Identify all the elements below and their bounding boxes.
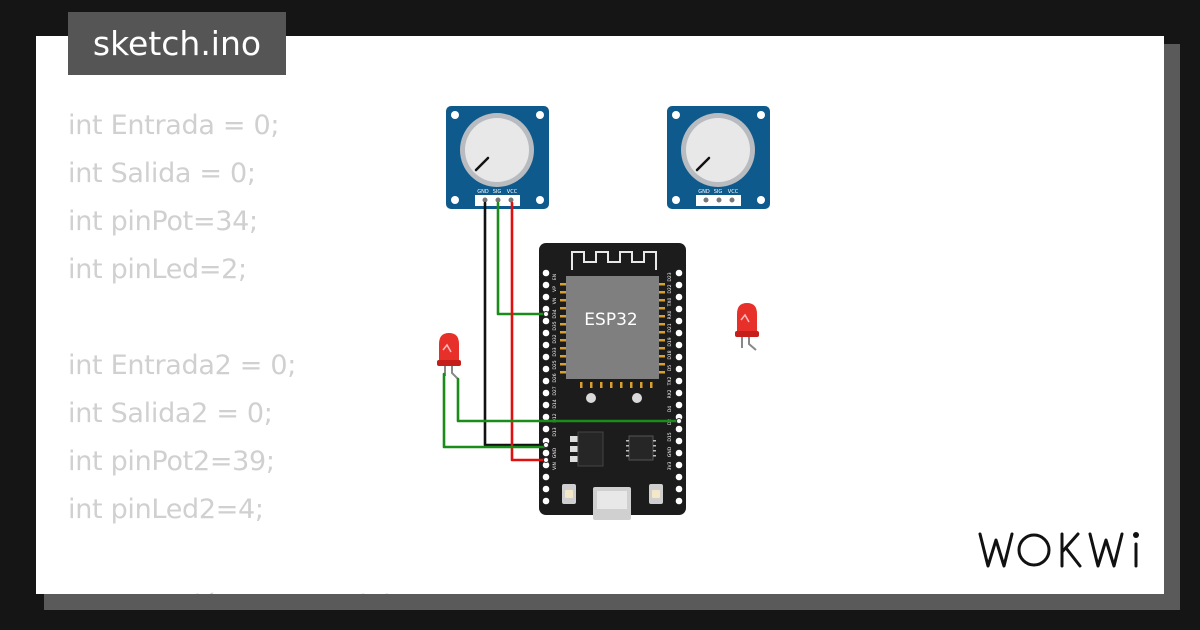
pin-label: D13 [552, 427, 558, 436]
pot-pin-label-gnd: GND [477, 189, 489, 195]
pot-pin-label-vcc: VCC [507, 189, 518, 195]
pin-label: D23 [667, 272, 673, 281]
pot-pin-label-sig: SIG [714, 189, 723, 195]
pin-label: VIN [552, 462, 558, 470]
pin-label: D34 [552, 309, 558, 318]
pin-label: D12 [552, 413, 558, 422]
antenna-trace [571, 251, 657, 270]
wire-pot-sig[interactable] [496, 201, 548, 316]
esp32-board[interactable]: ESP32 [539, 243, 686, 520]
code-line: int Entrada = 0; [68, 110, 280, 141]
file-title: sketch.ino [68, 12, 286, 75]
code-line: int pinPot=34; [68, 206, 258, 237]
wokwi-logo-icon [978, 532, 1139, 568]
pin-label: D14 [552, 399, 558, 408]
pot-pin-label-vcc: VCC [728, 189, 739, 195]
wire-pot-gnd[interactable] [483, 201, 548, 447]
pin-label: D26 [552, 373, 558, 382]
code-line: //Conversión Lectura del PWM [68, 582, 464, 594]
pin-label: D35 [552, 321, 558, 330]
pin-label: VP [552, 286, 558, 292]
led-1[interactable] [437, 333, 461, 380]
pin-label: D18 [667, 350, 673, 359]
pin-label: D32 [552, 334, 558, 343]
pot-pin-label-gnd: GND [698, 189, 710, 195]
wire-led1-anode[interactable] [456, 377, 681, 423]
code-line: int pinLed2=4; [68, 494, 264, 525]
pin-label: RX0 [667, 310, 673, 319]
code-line: int Salida = 0; [68, 158, 256, 189]
pot-pin-label-sig: SIG [493, 189, 502, 195]
pin-label: D21 [667, 323, 673, 332]
pin-label: D15 [667, 432, 673, 441]
wire-led1-cathode[interactable] [442, 372, 548, 449]
knob-indicator [695, 156, 711, 172]
pin-label: RX2 [667, 389, 673, 398]
pin-label: GND [667, 446, 673, 457]
pin-label: TX2 [667, 377, 673, 387]
led-2[interactable] [735, 303, 759, 351]
pin-label: D33 [552, 347, 558, 356]
chip-label: ESP32 [584, 310, 637, 330]
pin-label: TX0 [667, 298, 673, 308]
code-preview: int Entrada = 0; int Salida = 0; int pinPo… [68, 102, 464, 594]
pin-label: EN [552, 274, 558, 280]
pin-label: GND [552, 447, 558, 458]
pin-label: D19 [667, 337, 673, 346]
knob-indicator [474, 156, 490, 172]
pin-label: 3V3 [667, 461, 673, 470]
pin-label: D27 [552, 386, 558, 395]
code-line: int pinLed=2; [68, 254, 247, 285]
wire-pot-vcc[interactable] [510, 201, 548, 462]
potentiometer-2[interactable]: GND SIG VCC [667, 106, 770, 209]
pin-label: D5 [667, 365, 673, 371]
pin-label: D4 [667, 406, 673, 412]
code-line: int Salida2 = 0; [68, 398, 273, 429]
pin-label: VN [552, 298, 558, 304]
code-line: int pinPot2=39; [68, 446, 275, 477]
pin-label: D22 [667, 284, 673, 293]
code-line: int Entrada2 = 0; [68, 350, 297, 381]
potentiometer-1[interactable]: GND SIG VCC [446, 106, 549, 209]
pin-label: D25 [552, 360, 558, 369]
